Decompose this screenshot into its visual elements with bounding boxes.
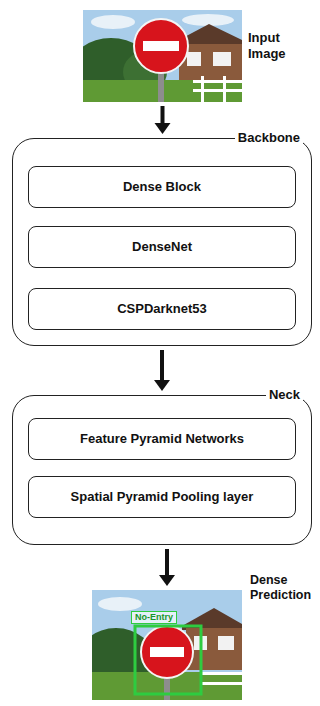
group-title: Backbone [235, 130, 303, 146]
module-box: CSPDarknet53 [28, 288, 296, 330]
image-caption: Dense Prediction [250, 573, 316, 603]
flow-arrow [159, 549, 175, 586]
input-photo [83, 10, 242, 102]
flow-arrow [154, 350, 170, 391]
module-box: Feature Pyramid Networks [28, 418, 296, 460]
image-caption: Input Image [248, 30, 314, 61]
module-box: Dense Block [28, 166, 296, 208]
box-label: DenseNet [126, 239, 198, 255]
box-label: Dense Block [117, 179, 207, 195]
group-title: Neck [266, 387, 303, 403]
input-image: Input Image [83, 10, 242, 102]
output-image: Dense Prediction [92, 590, 242, 700]
group-panel: BackboneDense BlockDenseNetCSPDarknet53 [12, 138, 312, 346]
detection-label: No-Entry [131, 611, 177, 624]
box-label: CSPDarknet53 [111, 301, 213, 317]
flow-arrow [155, 106, 171, 134]
box-label: Spatial Pyramid Pooling layer [65, 489, 260, 505]
group-panel: NeckFeature Pyramid NetworksSpatial Pyra… [12, 395, 312, 545]
module-box: Spatial Pyramid Pooling layer [28, 476, 296, 518]
module-box: DenseNet [28, 226, 296, 268]
output-photo [92, 590, 242, 700]
box-label: Feature Pyramid Networks [74, 431, 250, 447]
